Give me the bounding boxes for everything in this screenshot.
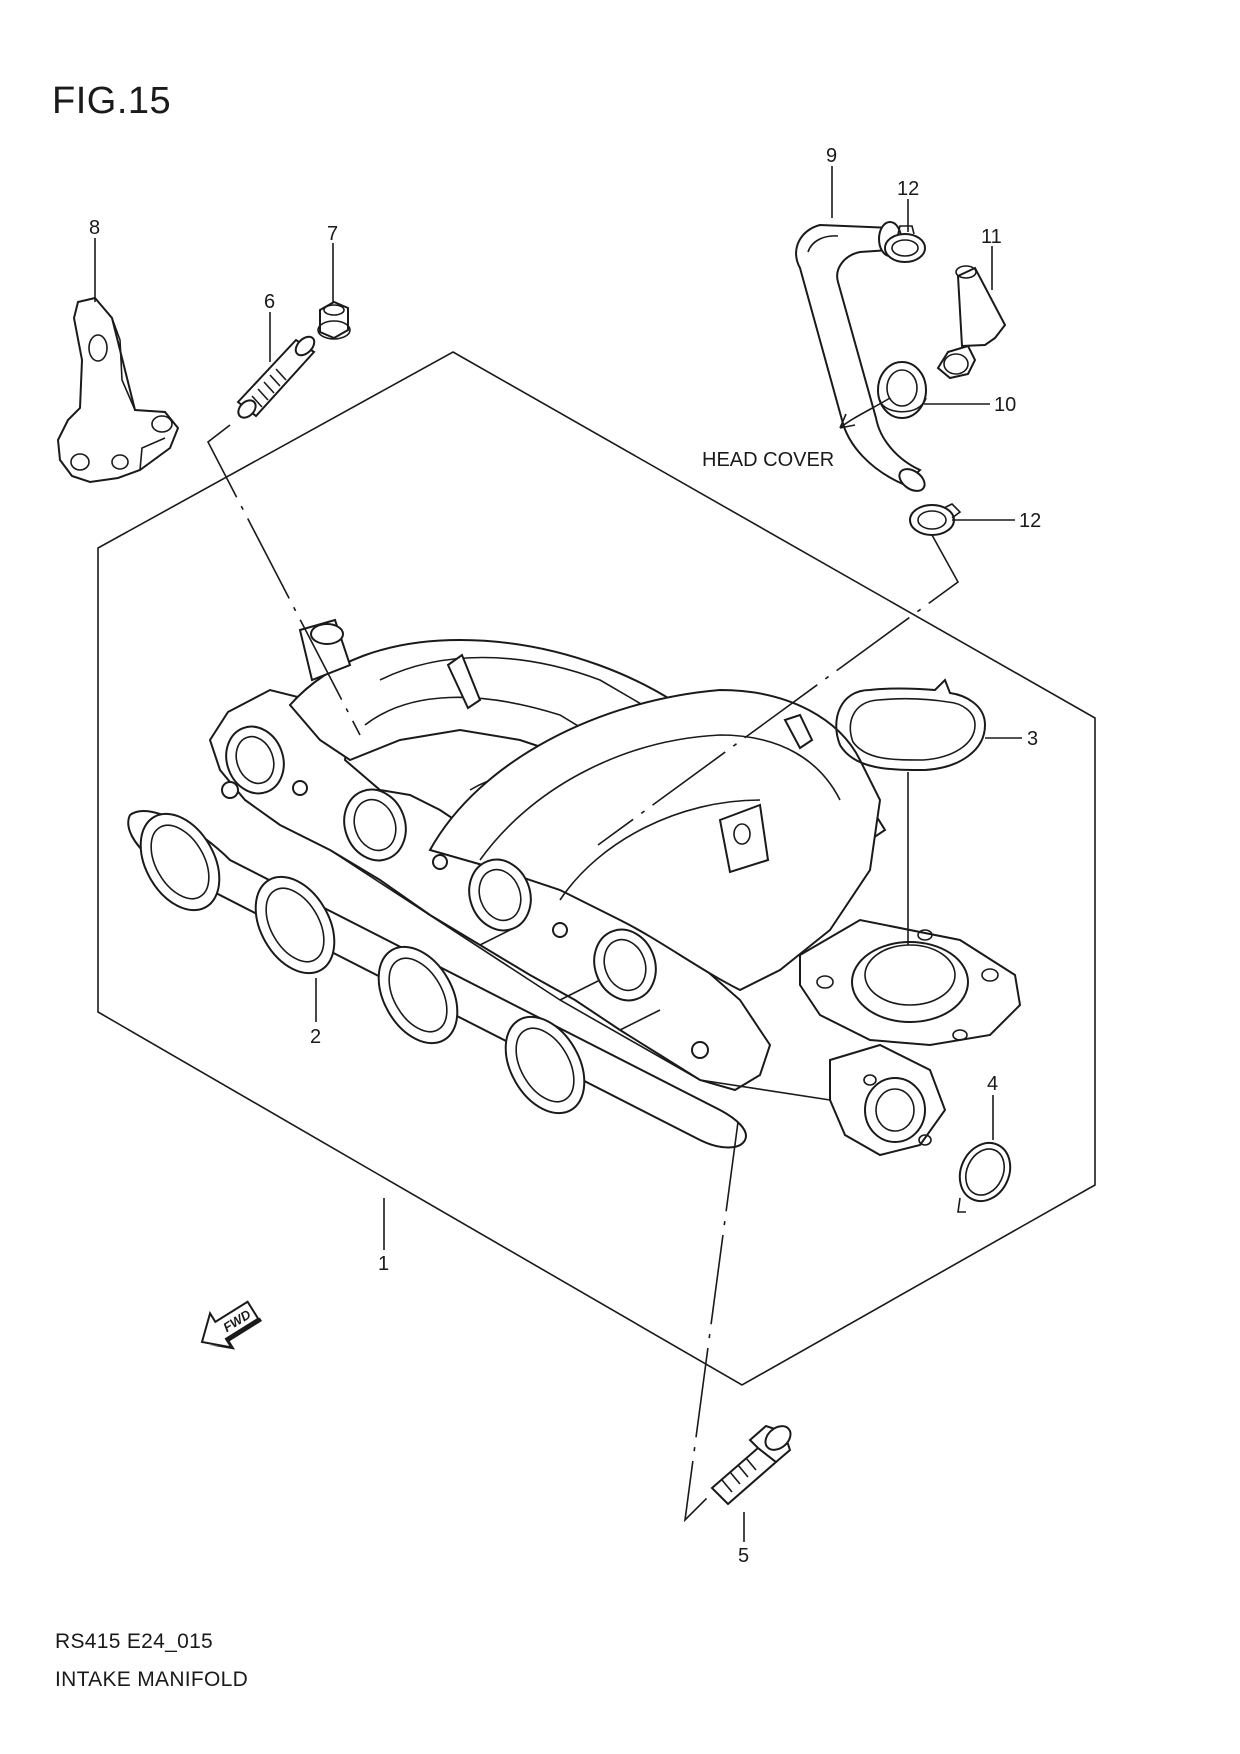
head-cover-arrow [839,397,891,429]
grommet-part-10[interactable] [877,361,927,419]
bracket-part-8[interactable] [56,296,180,484]
clamp-upper-part-12[interactable] [884,225,926,263]
pcv-valve-part-11[interactable] [936,265,1007,380]
callout-6: 6 [264,291,275,313]
fwd-arrow: FWD [200,1300,262,1350]
figure-title: FIG.15 [52,80,172,122]
stud-part-6[interactable] [235,333,318,421]
manifold-gasket-part-2[interactable] [125,800,747,1149]
throttle-gasket-part-3[interactable] [835,678,987,772]
callout-12-upper: 12 [897,178,919,200]
model-code: RS415 E24_015 [55,1630,214,1653]
leader-lines [94,166,1022,1542]
figure-name: INTAKE MANIFOLD [55,1668,249,1691]
callout-10: 10 [994,394,1016,416]
callout-8: 8 [89,217,100,239]
assembly-frame [97,351,1096,1386]
callout-7: 7 [327,223,338,245]
callout-5: 5 [738,1545,749,1567]
callout-4: 4 [987,1073,998,1095]
intake-manifold-part-1[interactable] [208,618,1022,1157]
callout-3: 3 [1027,728,1038,750]
nut-part-7[interactable] [317,300,351,340]
callout-12-lower: 12 [1019,510,1041,532]
head-cover-note: HEAD COVER [702,449,834,471]
o-ring-part-4[interactable] [951,1135,1020,1213]
callout-11: 11 [981,226,1002,248]
callout-2: 2 [310,1026,321,1048]
callout-numbers: 8 7 6 9 12 11 10 12 3 2 4 1 5 HEAD COVER [89,145,1041,1567]
callout-9: 9 [826,145,837,167]
callout-1: 1 [378,1253,389,1275]
bolt-part-5[interactable] [710,1421,795,1506]
